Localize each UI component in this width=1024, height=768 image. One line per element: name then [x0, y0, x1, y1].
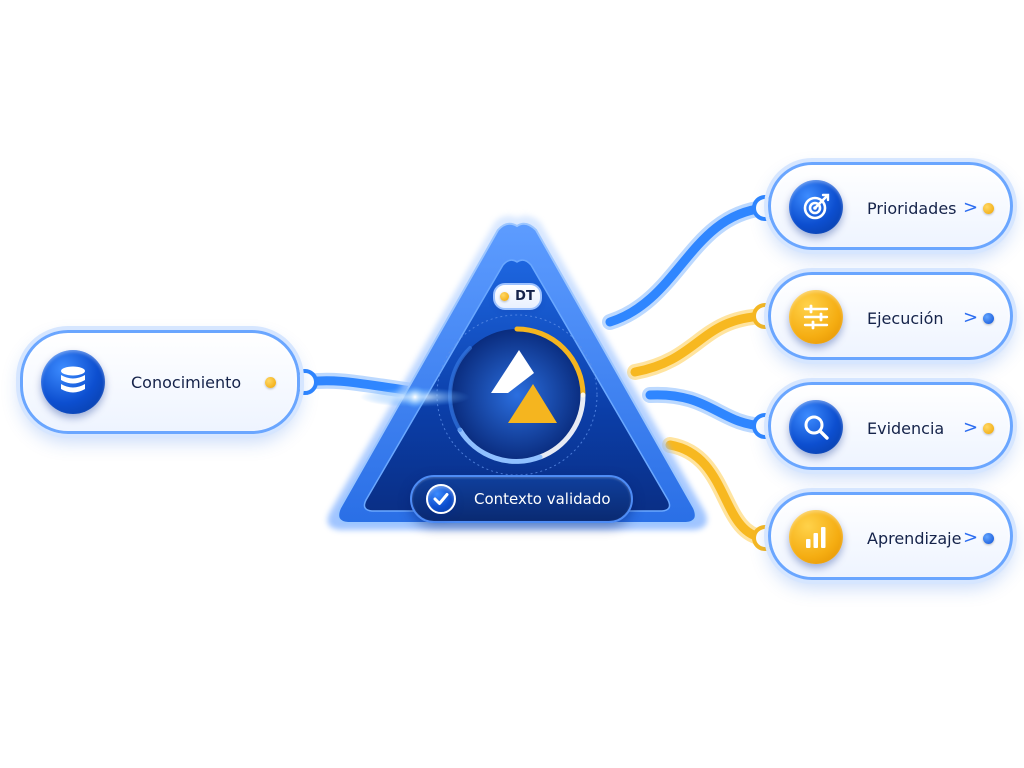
badge-label: DT [515, 289, 535, 304]
chevron-right-icon: > [963, 527, 979, 548]
context-validated-status: Contexto validado [410, 475, 633, 523]
dt-badge: DT [493, 283, 542, 310]
chevron-right-icon: > [963, 307, 979, 328]
connector-aprendizaje [662, 437, 773, 546]
node-conocimiento[interactable]: Conocimiento [20, 330, 300, 434]
node-aprendizaje[interactable]: Aprendizaje > [768, 492, 1013, 580]
status-dot [983, 533, 994, 544]
status-dot [983, 203, 994, 214]
node-label: Ejecución [867, 309, 944, 328]
target-icon [789, 180, 843, 234]
node-evidencia[interactable]: Evidencia > [768, 382, 1013, 470]
light-flare [360, 385, 470, 409]
badge-dot [500, 292, 510, 301]
connector-evidencia [642, 386, 773, 434]
node-label: Aprendizaje [867, 529, 962, 548]
node-prioridades[interactable]: Prioridades > [768, 162, 1013, 250]
connector-ejecucion [627, 308, 773, 380]
status-label: Contexto validado [474, 490, 611, 508]
connector-prioridades [602, 200, 773, 330]
node-label: Conocimiento [131, 373, 242, 392]
node-ejecucion[interactable]: Ejecución > [768, 272, 1013, 360]
search-icon [789, 400, 843, 454]
status-dot [983, 313, 994, 324]
node-label: Prioridades [867, 199, 957, 218]
status-dot [983, 423, 994, 434]
bar-chart-icon [789, 510, 843, 564]
status-dot [265, 377, 276, 388]
chevron-right-icon: > [963, 417, 979, 438]
sliders-icon [789, 290, 843, 344]
check-icon [426, 484, 456, 514]
chevron-right-icon: > [963, 197, 979, 218]
node-label: Evidencia [867, 419, 945, 438]
logo-icon [491, 350, 557, 423]
database-icon [41, 350, 105, 414]
